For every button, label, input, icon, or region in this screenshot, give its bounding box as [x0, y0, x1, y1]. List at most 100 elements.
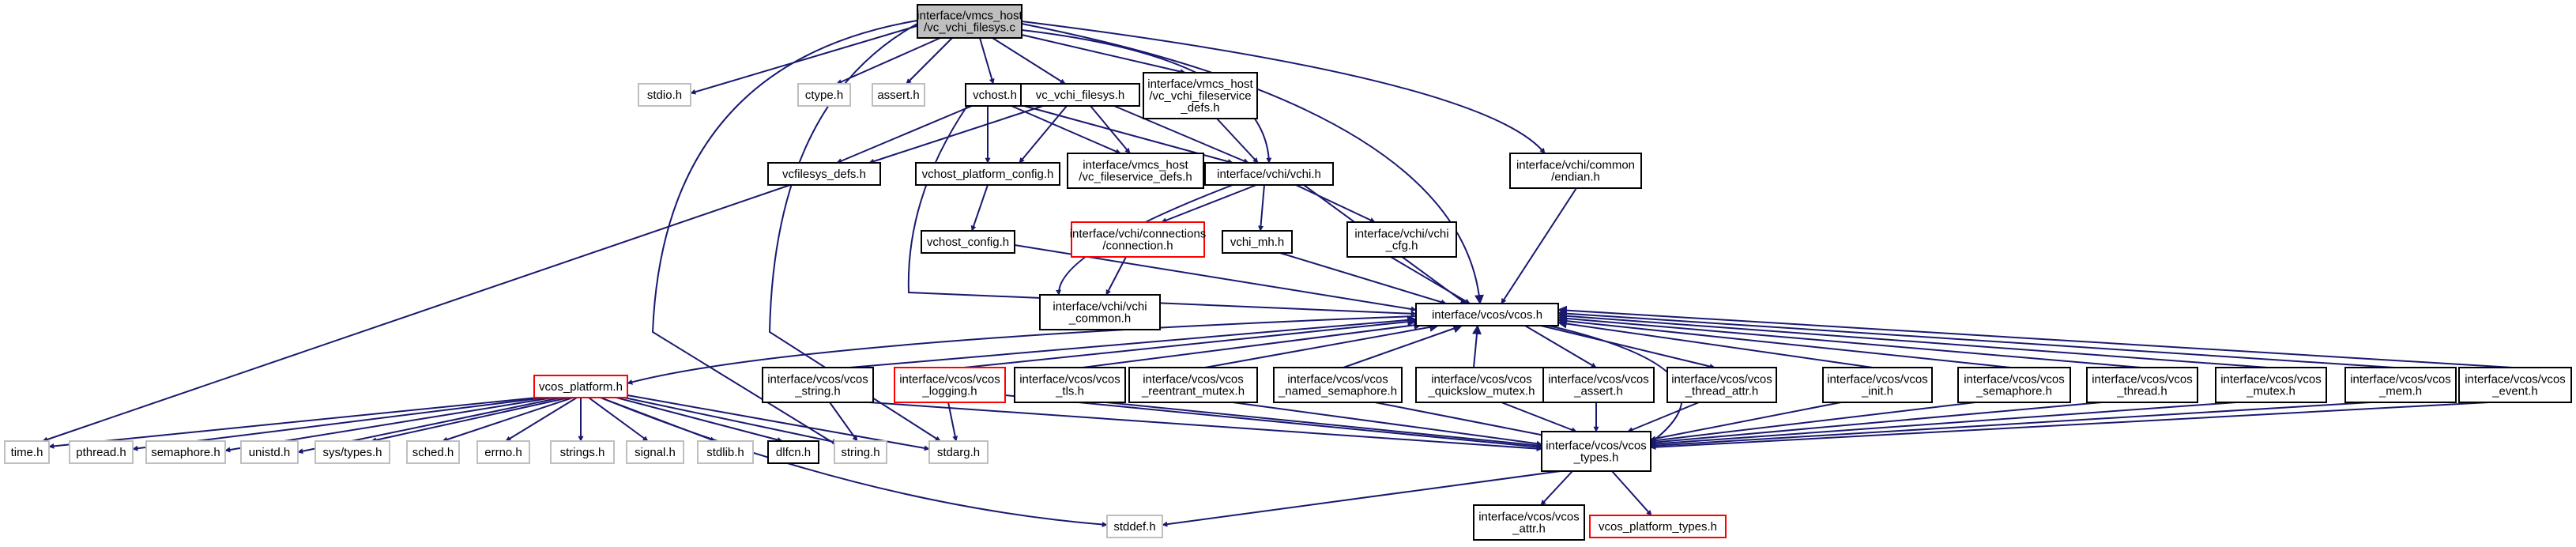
node-vcos-named-semaphore[interactable]: interface/vcos/vcos_named_semaphore.h	[1273, 367, 1403, 403]
node-vc-vchi-fileservice-defs-top[interactable]: interface/vmcs_host/vc_vchi_fileservice_…	[1143, 72, 1258, 119]
node-label: semaphore.h	[151, 446, 220, 459]
node-label: _types.h	[1573, 451, 1619, 465]
node-label: interface/vcos/vcos	[1143, 373, 1244, 387]
node-vcfilesys-defs[interactable]: vcfilesys_defs.h	[767, 162, 881, 186]
node-vcos[interactable]: interface/vcos/vcos.h	[1415, 303, 1559, 326]
node-vcos-attr[interactable]: interface/vcos/vcos_attr.h	[1473, 504, 1585, 541]
node-vcos-tls[interactable]: interface/vcos/vcos_tls.h	[1014, 367, 1126, 403]
node-vchost-platform-config[interactable]: vchost_platform_config.h	[915, 162, 1060, 186]
node-label: sched.h	[412, 446, 454, 459]
edge-vchi-common-endian-to-vcos	[1501, 187, 1577, 304]
node-vcos-semaphore[interactable]: interface/vcos/vcos_semaphore.h	[1957, 367, 2071, 403]
node-vchost-config[interactable]: vchost_config.h	[921, 230, 1015, 254]
node-vchost[interactable]: vchost.h	[965, 83, 1025, 107]
edge-line	[1004, 394, 1542, 450]
edge-line	[690, 23, 925, 95]
node-errno[interactable]: errno.h	[476, 440, 530, 464]
node-box	[2458, 367, 2572, 403]
node-sys-types[interactable]: sys/types.h	[314, 440, 390, 464]
node-box	[314, 440, 390, 464]
edge-line	[1650, 402, 1842, 442]
edge-line	[588, 397, 649, 442]
node-vchi-cfg[interactable]: interface/vchi/vchi_cfg.h	[1346, 221, 1457, 258]
node-box	[476, 440, 530, 464]
node-label: _common.h	[1068, 312, 1131, 326]
node-stddef[interactable]: stddef.h	[1106, 515, 1163, 538]
node-box	[550, 440, 615, 464]
node-label: vcos_platform.h	[539, 380, 623, 394]
node-vcos-quickslow-mutex[interactable]: interface/vcos/vcos_quickslow_mutex.h	[1415, 367, 1548, 403]
edge-line	[1501, 402, 1577, 432]
node-connection[interactable]: interface/vchi/connections/connection.h	[1070, 221, 1207, 258]
node-label: strings.h	[560, 446, 605, 459]
node-time[interactable]: time.h	[4, 440, 50, 464]
node-label: interface/vchi/common	[1516, 159, 1635, 172]
node-stdlib[interactable]: stdlib.h	[697, 440, 754, 464]
node-unistd[interactable]: unistd.h	[240, 440, 299, 464]
node-label: interface/vcos/vcos	[1546, 439, 1647, 453]
node-vc-vchi-filesys[interactable]: vc_vchi_filesys.h	[1020, 83, 1140, 107]
edge-vchost-platform-config-to-vchost-config	[970, 184, 989, 232]
node-string[interactable]: string.h	[834, 440, 887, 464]
node-stdio[interactable]: stdio.h	[638, 83, 691, 107]
edge-line	[1472, 324, 1482, 368]
node-vcos-platform[interactable]: vcos_platform.h	[533, 375, 628, 398]
node-vcos-event[interactable]: interface/vcos/vcos_event.h	[2458, 367, 2572, 403]
edge-root-to-vcos	[1021, 23, 1484, 305]
node-vc-fileservice-defs[interactable]: interface/vmcs_host/vc_fileservice_defs.…	[1067, 153, 1204, 189]
node-sched[interactable]: sched.h	[406, 440, 460, 464]
node-box	[1541, 431, 1651, 472]
node-label: /vc_fileservice_defs.h	[1079, 171, 1192, 184]
edge-line	[651, 20, 918, 448]
node-vcos-types[interactable]: interface/vcos/vcos_types.h	[1541, 431, 1651, 472]
edge-vcos-thread-to-vcos	[1557, 313, 2142, 368]
node-label: vcfilesys_defs.h	[782, 168, 866, 181]
node-vcos-init[interactable]: interface/vcos/vcos_init.h	[1822, 367, 1933, 403]
edge-vcos-platform-to-stddef	[600, 397, 1108, 527]
node-ctype[interactable]: ctype.h	[797, 83, 851, 107]
edge-vcos-platform-to-stdarg	[627, 394, 930, 451]
node-vcos-mutex[interactable]: interface/vcos/vcos_mutex.h	[2215, 367, 2327, 403]
node-box	[1071, 221, 1205, 258]
node-vchi-common[interactable]: interface/vchi/vchi_common.h	[1039, 294, 1161, 330]
edge-root-to-stdarg	[768, 23, 941, 442]
node-vcos-logging[interactable]: interface/vcos/vcos_logging.h	[894, 367, 1006, 403]
node-dlfcn[interactable]: dlfcn.h	[767, 440, 819, 464]
node-label: ctype.h	[805, 89, 843, 102]
node-label: stdarg.h	[937, 446, 980, 459]
node-vchi-mh[interactable]: vchi_mh.h	[1222, 230, 1293, 254]
edge-vchi-to-vchi-cfg	[1295, 184, 1376, 223]
node-vchi[interactable]: interface/vchi/vchi.h	[1204, 162, 1334, 186]
node-label: vchost.h	[973, 89, 1017, 102]
node-signal[interactable]: signal.h	[626, 440, 684, 464]
node-stdarg[interactable]: stdarg.h	[928, 440, 989, 464]
edge-line	[1021, 21, 1546, 154]
node-box	[928, 440, 989, 464]
node-box	[1039, 294, 1161, 330]
node-label: interface/vcos/vcos.h	[1432, 308, 1542, 322]
node-label: _init.h	[1861, 385, 1893, 398]
edge-line	[1011, 105, 1121, 154]
node-label: sys/types.h	[322, 446, 382, 459]
edge-vcos-named-semaphore-to-vcos	[1343, 323, 1463, 368]
edge-vcos-init-to-vcos-types	[1650, 402, 1842, 442]
edge-line	[627, 315, 1417, 385]
node-vcos-thread[interactable]: interface/vcos/vcos_thread.h	[2086, 367, 2198, 403]
node-vcos-platform-types[interactable]: vcos_platform_types.h	[1589, 515, 1727, 538]
node-vcos-mem[interactable]: interface/vcos/vcos_mem.h	[2344, 367, 2457, 403]
node-assert[interactable]: assert.h	[872, 83, 925, 107]
node-vcos-thread-attr[interactable]: interface/vcos/vcos_thread_attr.h	[1666, 367, 1777, 403]
node-vcos-reentrant-mutex[interactable]: interface/vcos/vcos_reentrant_mutex.h	[1128, 367, 1258, 403]
edge-vcos-reentrant-mutex-to-vcos	[1204, 323, 1440, 368]
node-label: vc_vchi_filesys.h	[1036, 89, 1125, 102]
node-vcos-assert[interactable]: interface/vcos/vcos_assert.h	[1542, 367, 1655, 403]
node-strings[interactable]: strings.h	[550, 440, 615, 464]
node-vcos-string[interactable]: interface/vcos/vcos_string.h	[762, 367, 874, 403]
node-vchi-common-endian[interactable]: interface/vchi/common/endian.h	[1509, 153, 1642, 189]
edge-line	[970, 184, 989, 232]
node-semaphore[interactable]: semaphore.h	[145, 440, 226, 464]
node-pthread[interactable]: pthread.h	[69, 440, 134, 464]
node-label: _logging.h	[921, 385, 977, 398]
node-box	[762, 367, 874, 403]
